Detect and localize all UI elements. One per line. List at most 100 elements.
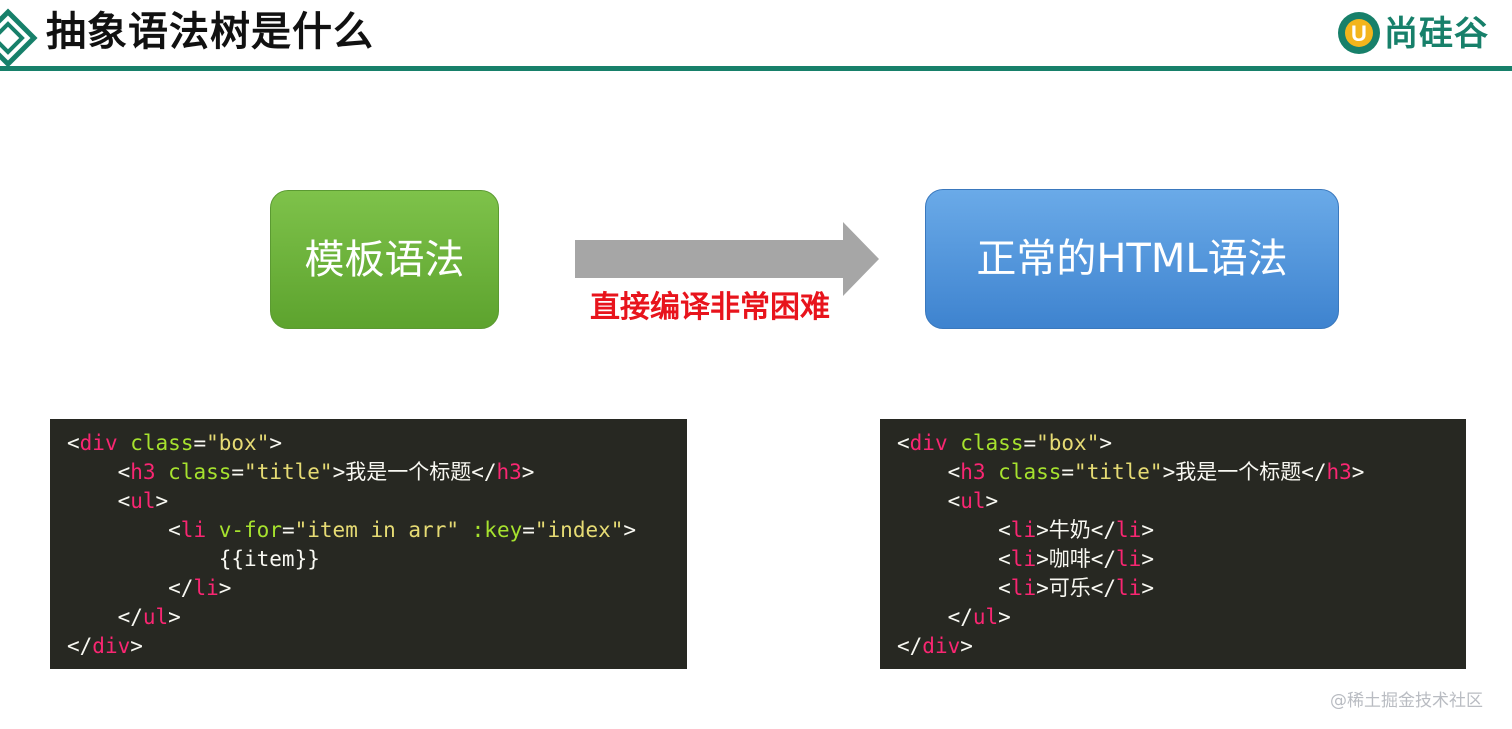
code-line: <div class="box"> bbox=[897, 429, 1466, 458]
code-token: = bbox=[231, 460, 245, 484]
code-line: <div class="box"> bbox=[67, 429, 687, 458]
code-token bbox=[948, 431, 961, 455]
code-token: "title" bbox=[1074, 460, 1163, 484]
code-token: </ bbox=[897, 605, 973, 629]
brand-name: 尚硅谷 bbox=[1384, 14, 1489, 54]
code-token bbox=[206, 518, 219, 542]
code-token: </ bbox=[67, 605, 143, 629]
code-token bbox=[118, 431, 131, 455]
code-token bbox=[156, 460, 169, 484]
code-token: "index" bbox=[534, 518, 624, 542]
code-token: > bbox=[521, 460, 535, 484]
code-token: li bbox=[1116, 576, 1142, 600]
header-divider bbox=[0, 66, 1512, 71]
code-token: = bbox=[522, 518, 535, 542]
template-syntax-box: 模板语法 bbox=[270, 190, 499, 329]
code-line: </div> bbox=[67, 632, 687, 661]
code-token: ul bbox=[142, 605, 169, 629]
code-token: </ bbox=[897, 634, 923, 658]
code-token: > bbox=[130, 634, 143, 658]
code-token: >咖啡</ bbox=[1036, 547, 1117, 571]
html-syntax-box: 正常的HTML语法 bbox=[925, 189, 1339, 329]
code-line: </li> bbox=[67, 574, 687, 603]
code-token: > bbox=[623, 518, 637, 542]
code-token: < bbox=[67, 489, 131, 513]
brand-logo: U 尚硅谷 bbox=[1336, 10, 1512, 58]
code-token: > bbox=[168, 605, 181, 629]
code-token: li bbox=[1010, 518, 1037, 542]
code-token: < bbox=[897, 431, 910, 455]
code-token: h3 bbox=[960, 460, 986, 484]
code-line: <h3 class="title">我是一个标题</h3> bbox=[897, 458, 1466, 487]
code-token: > bbox=[998, 605, 1011, 629]
code-line: <li v-for="item in arr" :key="index"> bbox=[67, 516, 687, 545]
code-token: v-for bbox=[218, 518, 282, 542]
code-token: < bbox=[67, 518, 181, 542]
right-arrow-icon bbox=[575, 222, 879, 296]
code-token: > bbox=[1141, 518, 1154, 542]
page-title: 抽象语法树是什么 bbox=[46, 9, 374, 55]
code-token: = bbox=[281, 518, 295, 542]
code-token: > bbox=[218, 576, 232, 600]
code-token: < bbox=[897, 489, 961, 513]
diamond-logo-icon bbox=[0, 8, 38, 68]
code-line: <ul> bbox=[67, 487, 687, 516]
code-token: > bbox=[1141, 547, 1154, 571]
code-line: <h3 class="title">我是一个标题</h3> bbox=[67, 458, 687, 487]
code-token: = bbox=[1023, 431, 1037, 455]
code-token: = bbox=[1061, 460, 1075, 484]
code-token: > bbox=[1351, 460, 1365, 484]
code-token: li bbox=[1010, 576, 1037, 600]
code-token: div bbox=[92, 634, 131, 658]
code-token: li bbox=[1010, 547, 1037, 571]
code-token: div bbox=[79, 431, 118, 455]
code-token: ul bbox=[960, 489, 986, 513]
code-token: class bbox=[130, 431, 194, 455]
code-token: "title" bbox=[244, 460, 333, 484]
brand-mark-letter: U bbox=[1351, 21, 1367, 46]
code-line: <ul> bbox=[897, 487, 1466, 516]
code-token: class bbox=[998, 460, 1062, 484]
code-token: li bbox=[1116, 547, 1142, 571]
code-token: h3 bbox=[496, 460, 522, 484]
code-token bbox=[986, 460, 999, 484]
code-line: <li>咖啡</li> bbox=[897, 545, 1466, 574]
code-line: </ul> bbox=[897, 603, 1466, 632]
code-token: "box" bbox=[206, 431, 270, 455]
html-code-block: <div class="box"> <h3 class="title">我是一个… bbox=[880, 419, 1466, 669]
template-syntax-label: 模板语法 bbox=[304, 236, 465, 283]
slide-header: 抽象语法树是什么 U 尚硅谷 bbox=[0, 0, 1512, 74]
code-token: li bbox=[1116, 518, 1142, 542]
code-line: </div> bbox=[897, 632, 1466, 661]
code-token: >我是一个标题</ bbox=[332, 460, 497, 484]
code-token: h3 bbox=[130, 460, 156, 484]
code-token: h3 bbox=[1326, 460, 1352, 484]
code-token: = bbox=[193, 431, 207, 455]
code-token: < bbox=[897, 518, 1011, 542]
code-token: >我是一个标题</ bbox=[1162, 460, 1327, 484]
code-token: "box" bbox=[1036, 431, 1100, 455]
template-code-block: <div class="box"> <h3 class="title">我是一个… bbox=[50, 419, 687, 669]
code-line: </ul> bbox=[67, 603, 687, 632]
code-token: class bbox=[960, 431, 1024, 455]
code-line: <li>可乐</li> bbox=[897, 574, 1466, 603]
watermark: @稀土掘金技术社区 bbox=[1330, 691, 1483, 711]
code-token: :key bbox=[471, 518, 523, 542]
code-token: > bbox=[1099, 431, 1112, 455]
code-token: < bbox=[67, 460, 131, 484]
code-token: < bbox=[897, 576, 1011, 600]
code-token: > bbox=[985, 489, 999, 513]
code-token: < bbox=[897, 460, 961, 484]
code-token: ul bbox=[130, 489, 156, 513]
code-token: div bbox=[922, 634, 961, 658]
brand-mark-icon: U bbox=[1338, 12, 1380, 54]
code-token: ul bbox=[972, 605, 999, 629]
code-token: > bbox=[155, 489, 169, 513]
code-token: li bbox=[180, 518, 207, 542]
code-token: div bbox=[909, 431, 948, 455]
code-line: {{item}} bbox=[67, 545, 687, 574]
arrow-label: 直接编译非常困难 bbox=[590, 290, 830, 325]
code-token: </ bbox=[67, 634, 93, 658]
code-token: > bbox=[960, 634, 973, 658]
code-token bbox=[459, 518, 472, 542]
